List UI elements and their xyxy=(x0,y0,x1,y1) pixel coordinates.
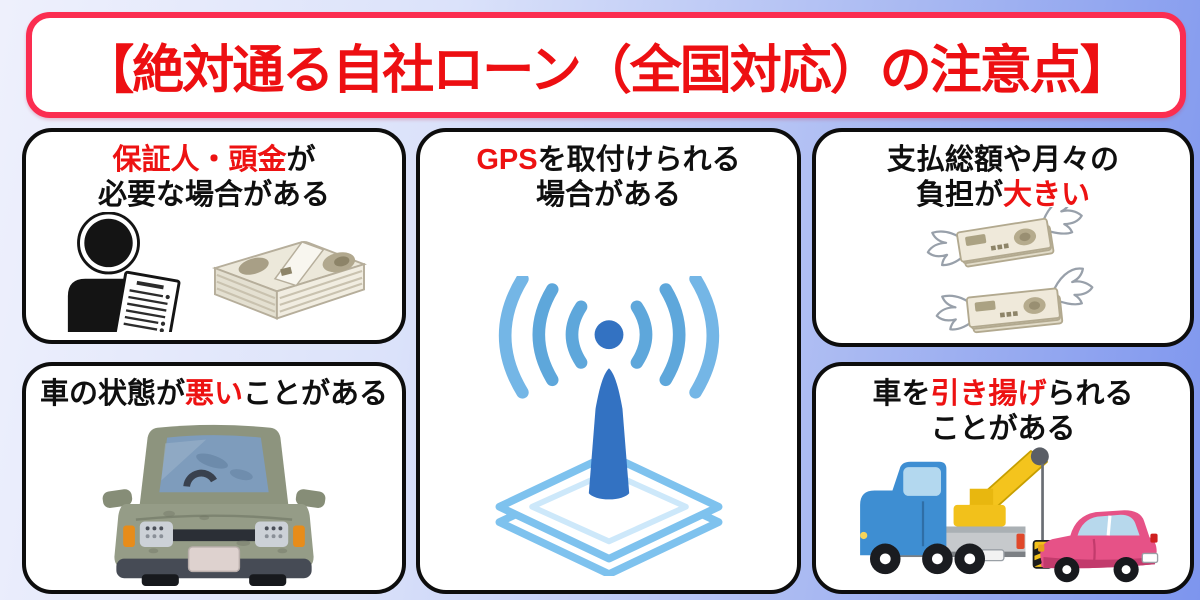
condition-heading-post: ことがある xyxy=(243,378,389,410)
flying-money-illustration xyxy=(921,207,1097,335)
dirty-car-illustration xyxy=(102,424,326,586)
radio-waves-icon xyxy=(498,276,719,399)
contract-document-icon xyxy=(113,270,181,332)
panel-payment-burden: 支払総額や月々の 負担が大きい xyxy=(812,128,1194,347)
panel-repossession: 車を引き揚げられる ことがある xyxy=(812,362,1194,594)
condition-heading-line1: 車の状態が悪いことがある xyxy=(26,377,402,412)
signal-dot xyxy=(594,320,623,350)
repossess-heading-pre: 車を xyxy=(872,378,931,410)
money-stack-icon xyxy=(211,241,367,320)
gps-heading-highlight: GPS xyxy=(476,144,538,176)
panel-car-condition: 車の状態が悪いことがある xyxy=(22,362,406,594)
payment-heading-line1: 支払総額や月々の xyxy=(886,144,1119,176)
panel-gps-tracker: GPSを取付けられる 場合がある xyxy=(416,128,801,594)
gps-antenna-cone xyxy=(588,368,629,500)
payment-heading: 支払総額や月々の 負担が大きい xyxy=(816,143,1190,213)
guarantor-heading: 保証人・頭金が 必要な場合がある xyxy=(26,143,402,213)
winged-money-icon xyxy=(932,266,1097,335)
winged-money-icon xyxy=(921,207,1088,274)
payment-heading-pre: 負担が xyxy=(915,179,1003,211)
guarantor-heading-rest: が xyxy=(286,144,316,176)
dirty-car-icon xyxy=(102,424,326,586)
repossess-heading-line1: 車を引き揚げられる xyxy=(816,377,1190,412)
repossess-heading-highlight: 引き揚げ xyxy=(930,378,1047,410)
repossess-heading-post: られる xyxy=(1046,378,1134,410)
condition-heading: 車の状態が悪いことがある xyxy=(26,377,402,412)
tow-truck-icon xyxy=(860,447,1053,575)
guarantor-heading-highlight: 保証人・頭金 xyxy=(112,144,287,176)
guarantor-heading-line2: 必要な場合がある xyxy=(97,179,330,211)
guarantor-money-illustration xyxy=(67,212,367,332)
gps-base-pad xyxy=(495,450,722,576)
pink-car-icon xyxy=(1038,510,1159,583)
payment-heading-highlight: 大きい xyxy=(1003,179,1091,211)
payment-heading-line2: 負担が大きい xyxy=(816,178,1190,213)
condition-heading-highlight: 悪い xyxy=(184,378,243,410)
gps-heading: GPSを取付けられる 場合がある xyxy=(420,143,797,213)
title-banner: 【絶対通る自社ローン（全国対応）の注意点】 xyxy=(26,12,1186,118)
guarantor-heading-line1: 保証人・頭金が xyxy=(26,143,402,178)
page-title: 【絶対通る自社ローン（全国対応）の注意点】 xyxy=(82,41,1131,100)
gps-heading-line2: 場合がある xyxy=(535,179,681,211)
condition-heading-pre: 車の状態が xyxy=(39,378,185,410)
repossess-heading: 車を引き揚げられる ことがある xyxy=(816,377,1190,447)
panel-guarantor-downpayment: 保証人・頭金が 必要な場合がある xyxy=(22,128,406,344)
repossess-heading-line2: ことがある xyxy=(930,413,1076,445)
gps-illustration xyxy=(495,276,722,576)
gps-heading-rest: を取付けられる xyxy=(537,144,741,176)
gps-heading-line1: GPSを取付けられる xyxy=(420,143,797,178)
repossession-illustration xyxy=(860,447,1159,583)
